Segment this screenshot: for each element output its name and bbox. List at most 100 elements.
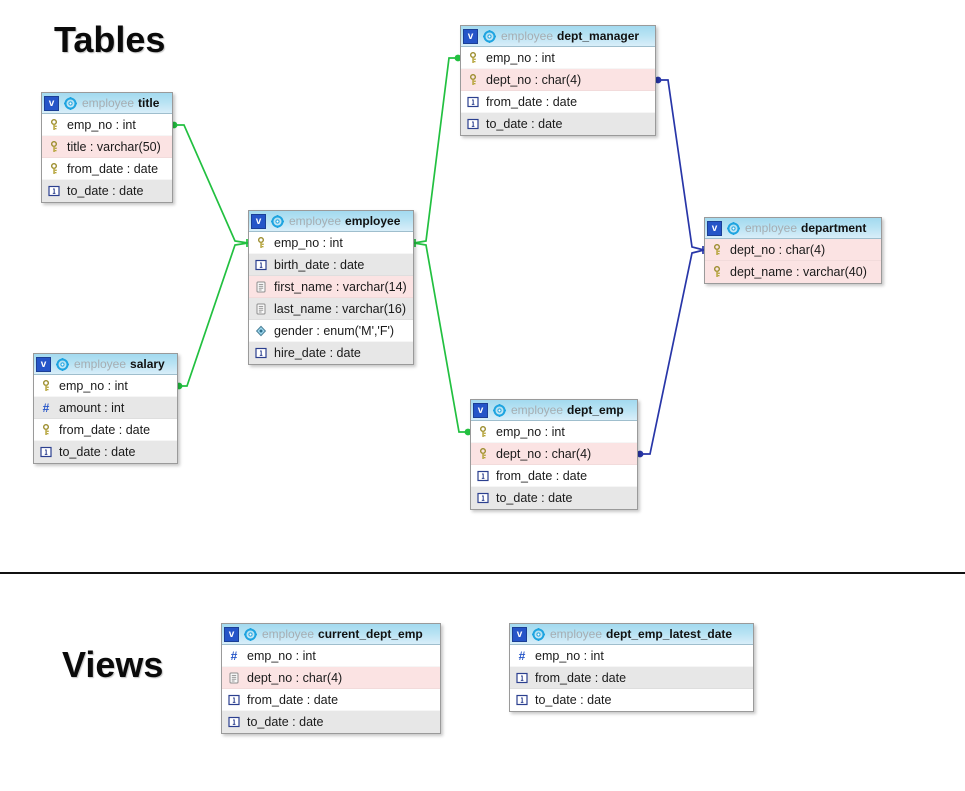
date-icon — [40, 446, 52, 458]
v-badge-icon: v — [224, 626, 239, 642]
date-icon — [516, 672, 528, 684]
column-label: hire_date : date — [274, 346, 361, 360]
column-row[interactable]: emp_no : int — [471, 421, 637, 443]
v-badge-icon: v — [36, 356, 51, 372]
svg-text:#: # — [43, 402, 50, 414]
column-row[interactable]: to_date : date — [461, 113, 655, 135]
v-badge-icon: v — [251, 213, 266, 229]
column-row[interactable]: from_date : date — [461, 91, 655, 113]
gear-icon — [244, 627, 257, 641]
column-label: first_name : varchar(14) — [274, 279, 407, 294]
column-row[interactable]: dept_no : char(4) — [222, 667, 440, 689]
column-row[interactable]: # emp_no : int — [222, 645, 440, 667]
gear-icon — [727, 221, 740, 235]
gear-icon — [64, 96, 77, 110]
column-row[interactable]: title : varchar(50) — [42, 136, 172, 158]
column-row[interactable]: from_date : date — [34, 419, 177, 441]
date-icon — [467, 118, 479, 130]
column-label: dept_no : char(4) — [730, 242, 826, 257]
column-row[interactable]: dept_no : char(4) — [705, 239, 881, 261]
column-row[interactable]: from_date : date — [471, 465, 637, 487]
date-icon — [467, 96, 479, 108]
key-icon — [48, 162, 60, 175]
column-row[interactable]: dept_no : char(4) — [461, 69, 655, 91]
key-icon — [40, 423, 52, 436]
column-row[interactable]: to_date : date — [222, 711, 440, 733]
entity-columns: emp_no : int dept_no : char(4)from_date :… — [461, 47, 655, 135]
column-row[interactable]: first_name : varchar(14) — [249, 276, 413, 298]
date-icon — [477, 470, 489, 482]
column-label: emp_no : int — [247, 648, 316, 663]
column-row[interactable]: # amount : int — [34, 397, 177, 419]
column-row[interactable]: birth_date : date — [249, 254, 413, 276]
column-label: emp_no : int — [59, 378, 128, 393]
entity-schema-name: employee — [82, 96, 135, 110]
column-row[interactable]: emp_no : int — [42, 114, 172, 136]
gear-icon — [532, 627, 545, 641]
entity-columns: #emp_no : int from_date : date to_date : d… — [510, 645, 753, 711]
section-divider — [0, 572, 965, 574]
column-row[interactable]: from_date : date — [222, 689, 440, 711]
column-row[interactable]: from_date : date — [510, 667, 753, 689]
column-row[interactable]: dept_no : char(4) — [471, 443, 637, 465]
entity-table-name: department — [801, 221, 867, 235]
column-row[interactable]: gender : enum('M','F') — [249, 320, 413, 342]
v-badge-icon: v — [463, 28, 478, 44]
column-row[interactable]: to_date : date — [42, 180, 172, 202]
column-label: birth_date : date — [274, 257, 365, 272]
column-row[interactable]: emp_no : int — [34, 375, 177, 397]
column-label: from_date : date — [535, 670, 627, 685]
column-row[interactable]: emp_no : int — [249, 232, 413, 254]
column-row[interactable]: to_date : date — [471, 487, 637, 509]
entity-table-name: current_dept_emp — [318, 627, 423, 641]
entity-schema-name: employee — [745, 221, 798, 235]
date-icon — [255, 259, 267, 271]
column-label: from_date : date — [247, 692, 339, 707]
column-row[interactable]: last_name : varchar(16) — [249, 298, 413, 320]
column-label: from_date : date — [496, 468, 588, 483]
column-label: emp_no : int — [535, 648, 604, 663]
number-icon: # — [228, 650, 240, 662]
column-label: to_date : date — [535, 693, 612, 707]
column-row[interactable]: emp_no : int — [461, 47, 655, 69]
column-label: title : varchar(50) — [67, 139, 161, 154]
column-label: to_date : date — [247, 715, 324, 729]
gear-icon — [493, 403, 506, 417]
column-label: to_date : date — [59, 445, 136, 459]
number-icon: # — [40, 402, 52, 414]
column-label: from_date : date — [59, 422, 151, 437]
connector-dept-emp-department — [638, 249, 705, 455]
text-icon — [255, 281, 267, 293]
column-row[interactable]: dept_name : varchar(40) — [705, 261, 881, 283]
column-label: amount : int — [59, 400, 125, 415]
column-label: to_date : date — [67, 184, 144, 198]
entity-table-name: title — [138, 96, 160, 110]
column-label: last_name : varchar(16) — [274, 301, 407, 316]
key-icon — [477, 425, 489, 438]
column-row[interactable]: to_date : date — [34, 441, 177, 463]
column-row[interactable]: hire_date : date — [249, 342, 413, 364]
column-row[interactable]: #emp_no : int — [510, 645, 753, 667]
column-row[interactable]: from_date : date — [42, 158, 172, 180]
column-row[interactable]: to_date : date — [510, 689, 753, 711]
entity-schema-name: employee — [550, 627, 603, 641]
entity-columns: # emp_no : int dept_no : char(4) from_date … — [222, 645, 440, 733]
column-label: emp_no : int — [486, 50, 555, 65]
section-title-tables: Tables — [54, 19, 166, 60]
